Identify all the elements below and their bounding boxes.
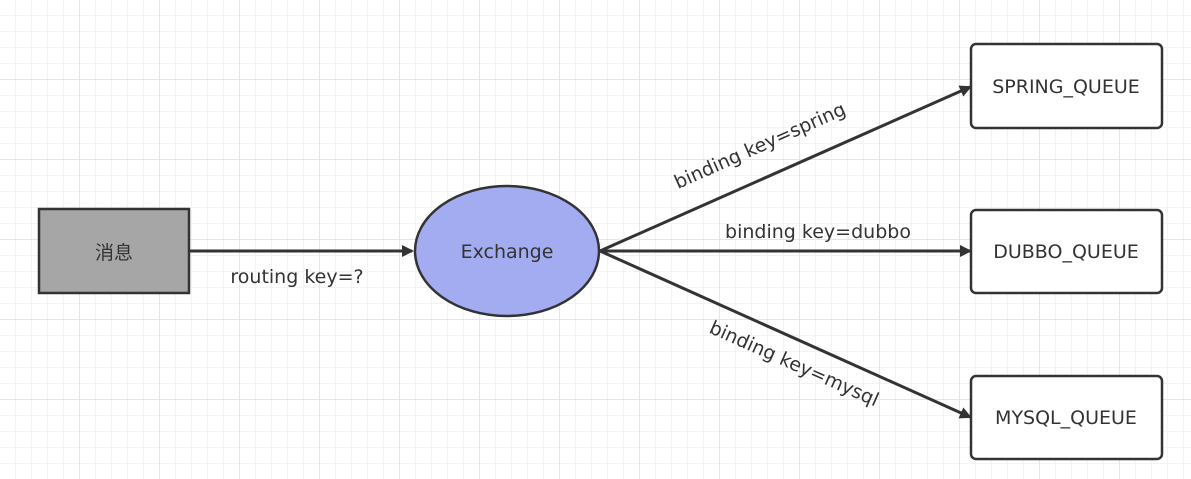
binding-key-dubbo-label: binding key=dubbo — [725, 221, 911, 243]
exchange-node-label: Exchange — [461, 241, 554, 263]
queue-node-dubbo[interactable] — [969, 208, 1164, 295]
queue-node-mysql[interactable] — [969, 374, 1164, 461]
binding-key-mysql-label: binding key=mysql — [706, 317, 882, 412]
binding-edge-mysql[interactable] — [599, 249, 972, 419]
queue-node-spring[interactable] — [969, 42, 1164, 130]
message-node-label: 消息 — [95, 242, 133, 264]
message-node[interactable] — [37, 207, 191, 295]
queue-node-mysql-label: MYSQL_QUEUE — [995, 407, 1137, 429]
queue-node-spring-label: SPRING_QUEUE — [992, 76, 1140, 98]
exchange-node[interactable] — [413, 184, 601, 318]
binding-edge-spring[interactable] — [599, 85, 972, 253]
routing-key-label: routing key=? — [230, 266, 363, 288]
queue-node-dubbo-label: DUBBO_QUEUE — [993, 241, 1139, 263]
